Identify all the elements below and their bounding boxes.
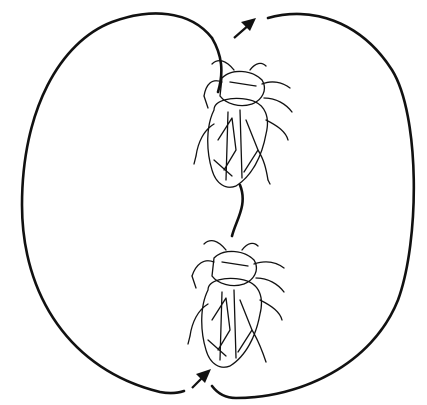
left-circuit-path-icon [22,14,212,394]
upper-insect-icon [194,61,292,188]
bottom-arrow-icon [192,369,211,388]
top-arrow-icon [234,18,256,38]
lower-insect-icon [188,241,284,368]
